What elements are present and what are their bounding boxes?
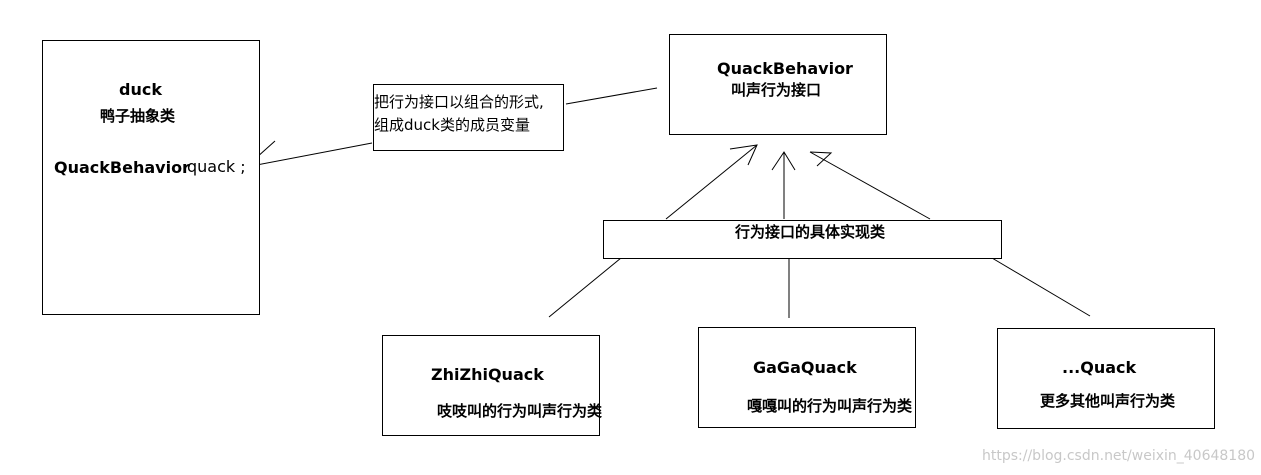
watermark: https://blog.csdn.net/weixin_40648180 (982, 448, 1256, 464)
class-name-more-quack: ...Quack (1062, 358, 1137, 377)
arrow-right-head (809, 151, 833, 167)
arrow-right-line (809, 151, 931, 220)
class-box-more-quack: ...Quack 更多其他叫声行为类 (997, 328, 1215, 429)
note-box: 把行为接口以组合的形式, 组成duck类的成员变量 (373, 84, 564, 151)
class-box-gagaquack: GaGaQuack 嘎嘎叫的行为叫声行为类 (698, 327, 916, 428)
arrow-left-line (665, 144, 758, 220)
duck-field-type: QuackBehavior (54, 158, 190, 177)
duck-class-subtitle: 鸭子抽象类 (100, 107, 176, 125)
duck-class-title: duck (119, 80, 162, 99)
class-box-zhizhiquack: ZhiZhiQuack 吱吱叫的行为叫声行为类 (382, 335, 603, 436)
interface-subtitle: 叫声行为接口 (731, 81, 822, 99)
duck-class-box: duck 鸭子抽象类 QuackBehavior quack ; (42, 40, 260, 315)
duck-field-name: quack ; (187, 157, 246, 176)
impl-label-box: 行为接口的具体实现类 (603, 220, 1002, 259)
duck-to-note-line (245, 142, 373, 168)
label-to-zhizhi-line (548, 257, 622, 318)
impl-label-text: 行为接口的具体实现类 (735, 223, 886, 241)
interface-title: QuackBehavior (717, 59, 853, 78)
class-name-gagaquack: GaGaQuack (753, 358, 857, 377)
note-line-2: 组成duck类的成员变量 (374, 116, 530, 134)
interface-box: QuackBehavior 叫声行为接口 (669, 34, 887, 135)
arrow-middle-head (771, 151, 796, 171)
note-line-1: 把行为接口以组合的形式, (374, 93, 544, 111)
class-desc-zhizhiquack: 吱吱叫的行为叫声行为类 (437, 402, 603, 420)
arrow-left-head (729, 144, 758, 166)
class-desc-more-quack: 更多其他叫声行为类 (1040, 392, 1176, 410)
note-to-interface-line (565, 87, 658, 105)
label-to-more-line (991, 257, 1091, 317)
class-name-zhizhiquack: ZhiZhiQuack (431, 365, 544, 384)
class-desc-gagaquack: 嘎嘎叫的行为叫声行为类 (747, 397, 913, 415)
